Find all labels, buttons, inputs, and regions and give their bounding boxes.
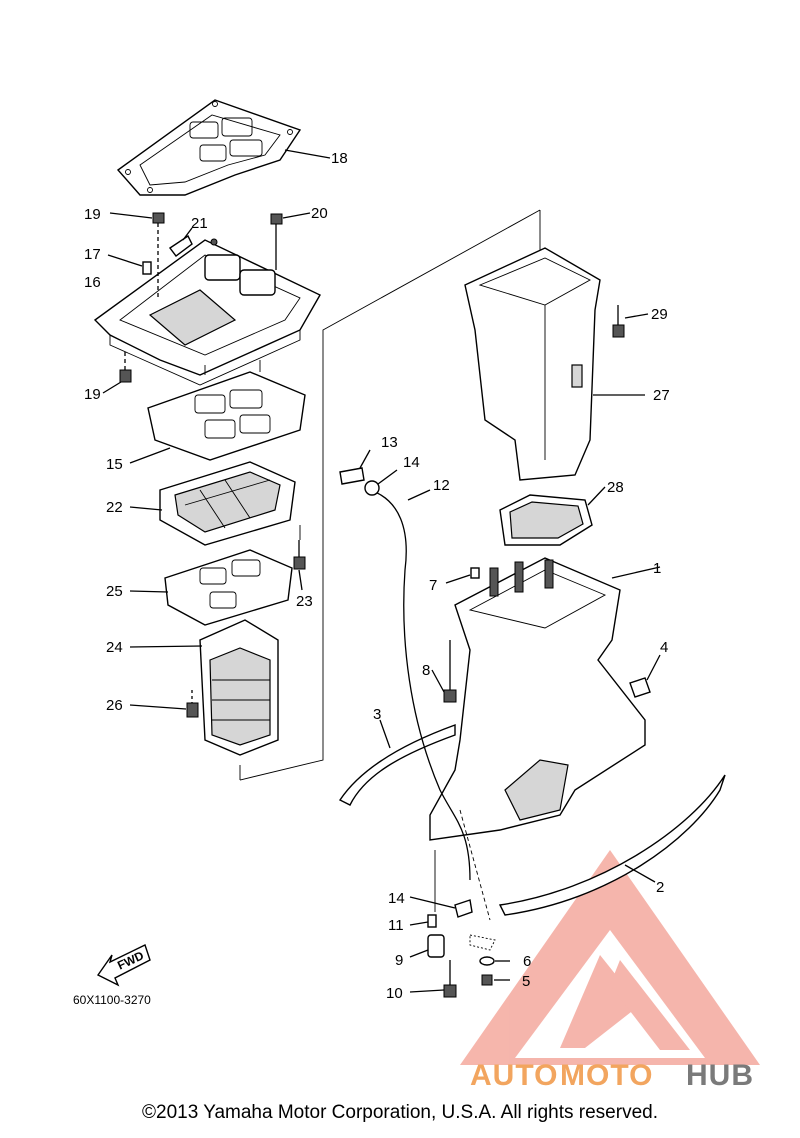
fitting-9 [409,934,445,958]
diagram-code: 60X1100-3270 [73,993,151,1007]
callout-7: 7 [429,577,437,594]
watermark-hub: HUB [686,1059,754,1092]
fitting-21 [168,227,193,257]
callout-23: 23 [296,593,313,610]
part-16-exhaust-guide [93,238,321,386]
pin-17 [107,254,152,275]
callout-18: 18 [331,150,348,167]
callout-16: 16 [84,274,101,291]
callout-24: 24 [106,639,123,656]
callout-20: 20 [311,205,328,222]
bolt-23 [293,540,306,591]
watermark-text: AUTO MOTO HUB [470,1059,754,1092]
lower-hidden-links [434,809,496,951]
callout-29: 29 [651,306,668,323]
callout-4: 4 [660,639,668,656]
part-28-seal [499,486,606,546]
part-13-nipple [339,449,371,485]
callout-9: 9 [395,952,403,969]
callout-27: 27 [653,387,670,404]
callout-25: 25 [106,583,123,600]
bolt-8 [431,640,457,703]
part-4-grommet [629,654,661,698]
bolt-19-lower [102,352,132,394]
clip-14-lower [409,896,473,918]
callout-6: 6 [523,953,531,970]
callout-19-top: 19 [84,206,101,223]
callout-8: 8 [422,662,430,679]
callout-labels: 1 2 3 4 5 6 7 8 9 10 11 12 13 14 14 15 1… [84,150,670,1002]
bolt-20 [270,212,311,270]
callout-1: 1 [653,560,661,577]
washer-6 [479,956,510,966]
callout-13: 13 [381,434,398,451]
watermark-logo [460,850,760,1065]
callout-2: 2 [656,879,664,896]
watermark-moto: MOTO [560,1059,653,1092]
part-25-gasket [129,549,293,626]
callout-21: 21 [191,215,208,232]
part-2-strip [498,774,726,916]
callout-11: 11 [388,917,404,934]
callout-26: 26 [106,697,123,714]
bolt-26 [129,690,199,718]
screw-5 [481,974,510,986]
bolt-19-top [109,212,165,300]
callout-15: 15 [106,456,123,473]
part-18-gasket [116,99,331,196]
callout-28: 28 [607,479,624,496]
part-22-plate [129,461,296,546]
watermark-auto: AUTO [470,1059,558,1092]
callout-14-lower: 14 [388,890,405,907]
part-12-hose [369,489,471,881]
callout-3: 3 [373,706,381,723]
fwd-arrow-icon: FWD [96,944,151,987]
part-15-gasket [129,360,306,464]
callout-5: 5 [522,973,530,990]
pin-7 [445,567,480,584]
bolt-29 [612,305,649,338]
callout-19-lower: 19 [84,386,101,403]
callout-10: 10 [386,985,403,1002]
copyright-notice: ©2013 Yamaha Motor Corporation, U.S.A. A… [142,1102,658,1123]
part-24-baffle [129,619,279,756]
pin-11 [409,914,437,928]
part-1-upper-casing [429,557,661,841]
callout-14-upper: 14 [403,454,420,471]
callout-17: 17 [84,246,101,263]
clip-14-upper [364,469,398,496]
callout-22: 22 [106,499,123,516]
bolt-10 [409,960,457,998]
part-3-strip [338,719,456,806]
part-27-exhaust-housing [464,247,645,481]
callout-12: 12 [433,477,450,494]
